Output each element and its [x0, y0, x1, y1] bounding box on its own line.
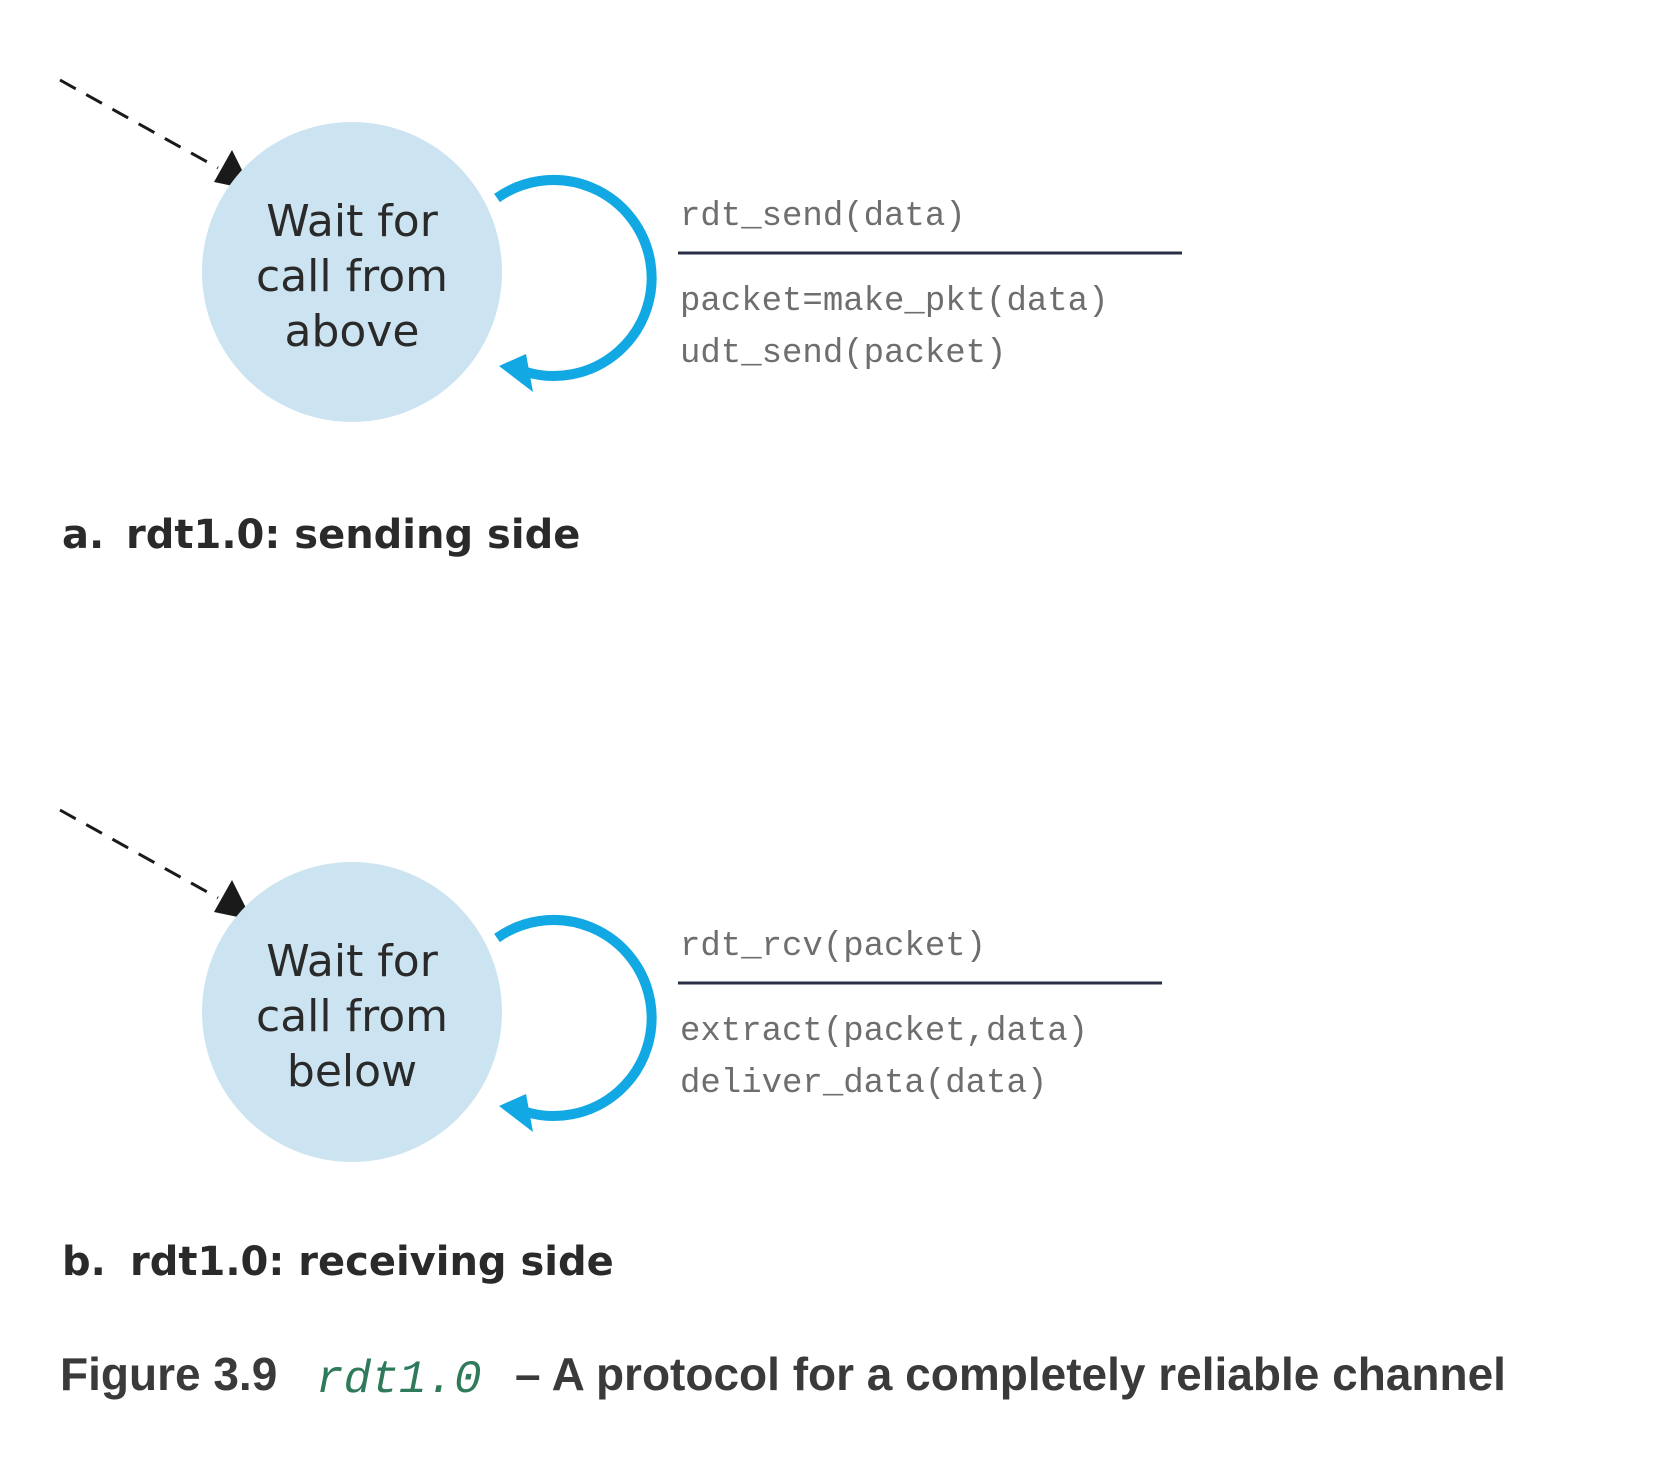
panel-caption-letter: b. — [62, 1239, 106, 1285]
state-label-line-2: call from — [256, 251, 448, 302]
initial-state-arrow — [59, 78, 219, 170]
figure-label: Figure 3.9 — [60, 1348, 277, 1400]
transition-action-2: udt_send(packet) — [680, 335, 1006, 373]
self-loop-arrow — [494, 915, 657, 1121]
panel-caption-letter: a. — [62, 512, 104, 558]
figure-caption: Figure 3.9 rdt1.0 – A protocol for a com… — [60, 1348, 1506, 1406]
transition-event: rdt_rcv(packet) — [680, 928, 986, 966]
panel-caption-text: rdt1.0: sending side — [126, 512, 580, 558]
state-wait-below — [202, 862, 502, 1162]
initial-state-arrow — [59, 808, 219, 900]
state-label-line-2: call from — [256, 991, 448, 1042]
state-label-line-1: Wait for — [266, 936, 439, 987]
panel-receiving-side: Wait for call from below rdt_rcv(packet)… — [59, 808, 1162, 1285]
transition-action-1: packet=make_pkt(data) — [680, 283, 1108, 321]
state-label-line-3: above — [285, 306, 420, 357]
figure-code: rdt1.0 — [316, 1354, 482, 1406]
state-label-line-3: below — [287, 1046, 417, 1097]
state-label-line-1: Wait for — [266, 196, 439, 247]
self-loop-arrowhead — [499, 354, 533, 392]
state-wait-above — [202, 122, 502, 422]
self-loop-arrow — [494, 175, 657, 381]
transition-event: rdt_send(data) — [680, 198, 966, 236]
transition-action-2: deliver_data(data) — [680, 1065, 1047, 1103]
panel-caption-text: rdt1.0: receiving side — [130, 1239, 614, 1285]
panel-sending-side: Wait for call from above rdt_send(data) … — [59, 78, 1182, 558]
figure-title: – A protocol for a completely reliable c… — [515, 1348, 1506, 1400]
self-loop-arrowhead — [499, 1094, 533, 1132]
transition-action-1: extract(packet,data) — [680, 1013, 1088, 1051]
